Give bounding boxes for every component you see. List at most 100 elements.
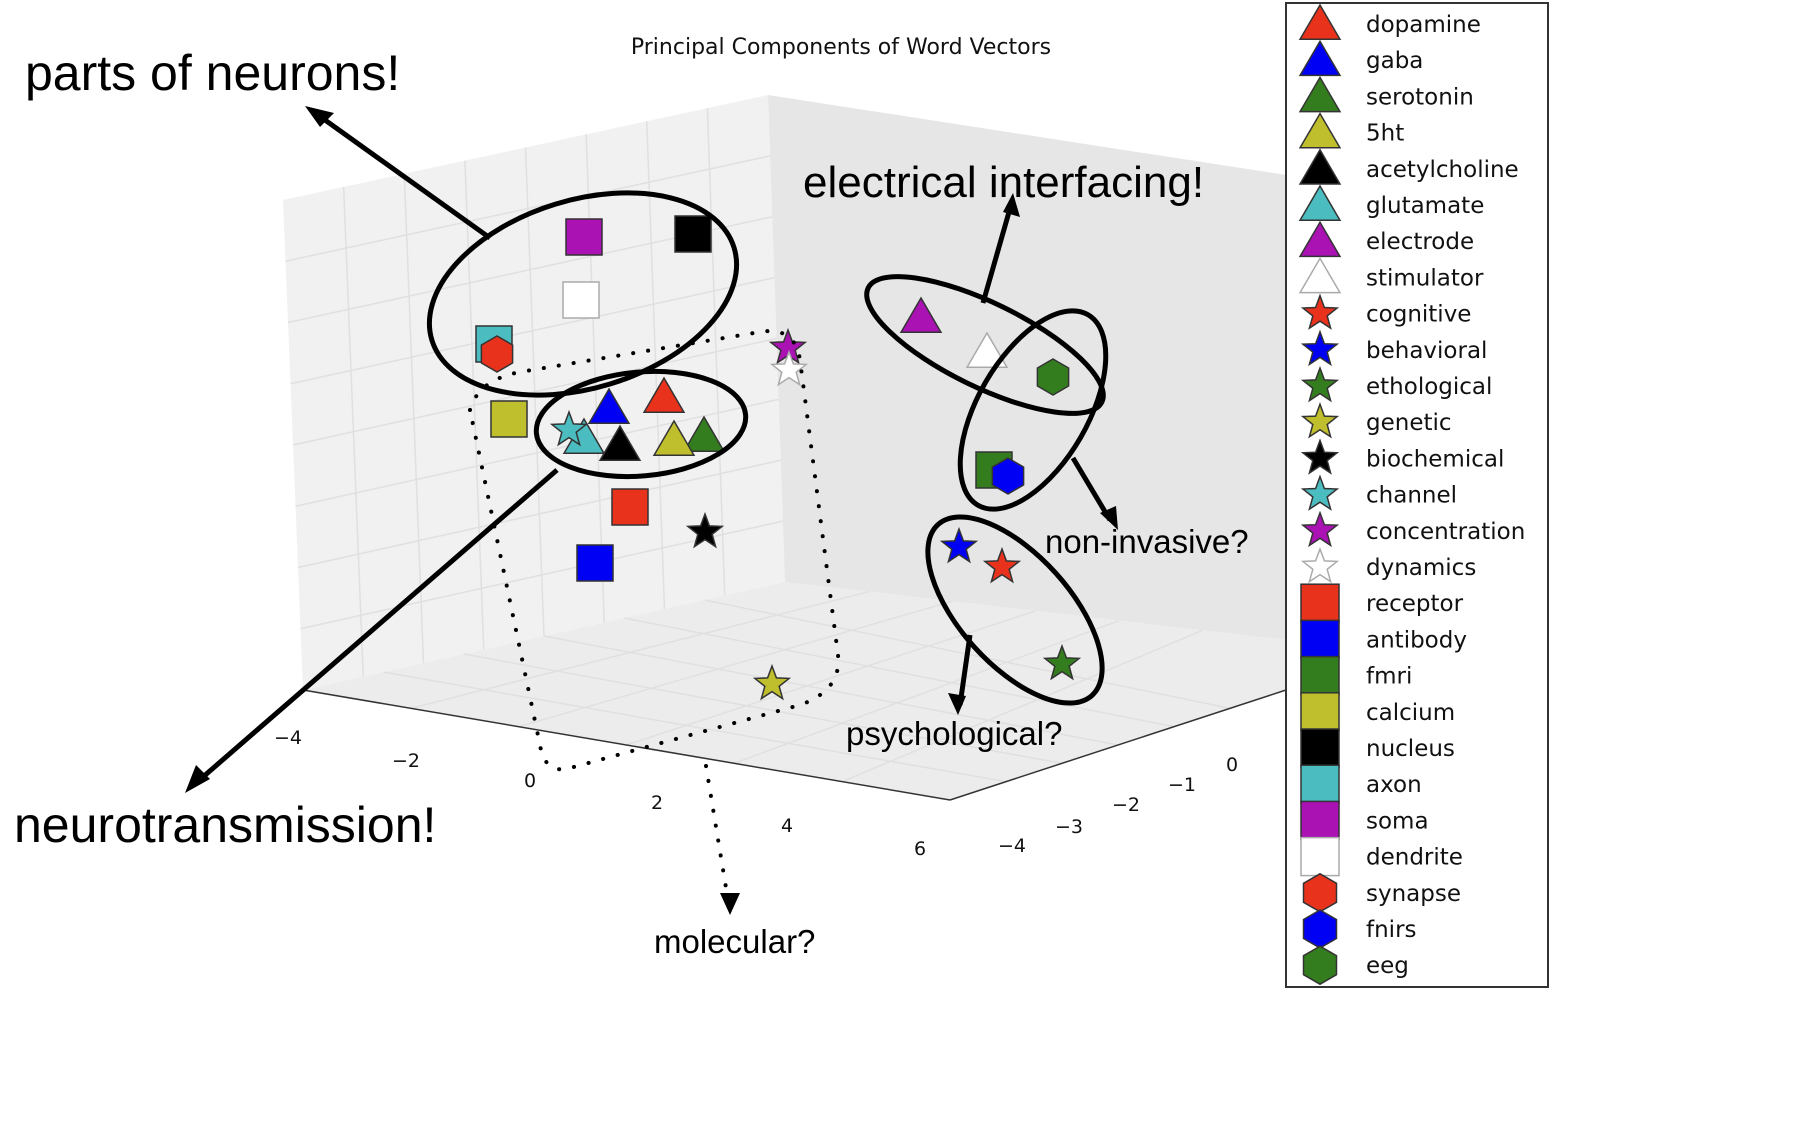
legend-label: dynamics bbox=[1366, 555, 1476, 581]
legend-label: calcium bbox=[1366, 700, 1455, 726]
legend-marker-triangle-icon bbox=[1298, 148, 1342, 185]
legend-label: glutamate bbox=[1366, 193, 1484, 219]
marker-nucleus bbox=[674, 215, 712, 253]
legend-marker-hexagon-icon bbox=[1302, 945, 1338, 986]
x-axis-line bbox=[302, 689, 951, 801]
marker-eeg bbox=[1036, 358, 1070, 396]
legend-marker-star-icon bbox=[1300, 546, 1340, 584]
annotation-overlay bbox=[194, 112, 1113, 902]
annotation-electrical-interfacing: electrical interfacing! bbox=[803, 158, 1204, 207]
legend-item: axon bbox=[1300, 764, 1422, 804]
cluster-ellipse-neurotransmission bbox=[533, 368, 749, 480]
x-tick-label: −2 bbox=[392, 750, 420, 772]
legend-item: soma bbox=[1300, 800, 1429, 841]
x-tick-label: 0 bbox=[524, 770, 536, 792]
legend-marker-star-icon bbox=[1300, 329, 1340, 367]
cluster-ellipse-non-invasive bbox=[957, 308, 1109, 512]
legend-marker-triangle-icon bbox=[1298, 220, 1342, 258]
x-tick-label: 6 bbox=[914, 838, 926, 860]
legend-marker-square-icon bbox=[1300, 800, 1340, 841]
y-tick-label: 0 bbox=[1226, 754, 1238, 776]
legend-item: serotonin bbox=[1298, 75, 1474, 113]
legend-label: genetic bbox=[1366, 410, 1452, 436]
legend-marker-triangle-icon bbox=[1298, 112, 1342, 149]
marker-calcium bbox=[490, 400, 528, 438]
arrowhead-molecular bbox=[720, 893, 740, 915]
marker-serotonin bbox=[682, 415, 726, 452]
legend-label: eeg bbox=[1366, 953, 1409, 979]
arrowhead-electrical bbox=[1003, 193, 1020, 217]
legend-label: nucleus bbox=[1366, 736, 1455, 762]
arrow-molecular bbox=[704, 764, 730, 902]
legend-item: 5ht bbox=[1298, 112, 1404, 149]
annotation-psychological: psychological? bbox=[846, 715, 1062, 752]
legend-item: biochemical bbox=[1300, 438, 1504, 475]
marker-dopamine bbox=[642, 376, 686, 413]
legend-label: fmri bbox=[1366, 664, 1412, 690]
legend-marker-star-icon bbox=[1300, 438, 1340, 475]
legend-item: genetic bbox=[1300, 402, 1452, 439]
marker-antibody bbox=[576, 544, 614, 582]
legend-label: receptor bbox=[1366, 591, 1464, 617]
marker-dynamics bbox=[769, 349, 809, 387]
legend-item: eeg bbox=[1302, 945, 1409, 986]
marker-receptor bbox=[611, 488, 649, 526]
legend-item: dopamine bbox=[1298, 3, 1481, 40]
y-tick-label: −2 bbox=[1112, 794, 1140, 816]
legend-label: synapse bbox=[1366, 881, 1461, 907]
legend-item: synapse bbox=[1302, 872, 1461, 913]
arrow-neurotransmission bbox=[194, 468, 559, 785]
arrowhead-neurotransmission bbox=[185, 765, 210, 793]
x-tick-label: −4 bbox=[274, 727, 302, 749]
marker-fnirs bbox=[991, 457, 1025, 495]
marker-soma bbox=[565, 218, 603, 256]
legend-marker-triangle-icon bbox=[1298, 39, 1342, 77]
legend-label: behavioral bbox=[1366, 338, 1487, 364]
legend-label: soma bbox=[1366, 808, 1429, 834]
marker-dendrite bbox=[562, 281, 600, 319]
legend-label: gaba bbox=[1366, 48, 1423, 74]
legend-label: fnirs bbox=[1366, 917, 1417, 943]
marker-biochemical bbox=[685, 511, 725, 549]
legend-label: ethological bbox=[1366, 374, 1492, 400]
legend-item: dendrite bbox=[1300, 836, 1463, 877]
legend-marker-square-icon bbox=[1300, 619, 1340, 660]
legend-marker-triangle-icon bbox=[1298, 75, 1342, 113]
cluster-ellipse-electrical bbox=[864, 274, 1106, 416]
legend-label: antibody bbox=[1366, 627, 1467, 653]
right-back-pane bbox=[768, 95, 1286, 640]
arrow-non-invasive bbox=[1070, 456, 1113, 522]
legend-label: dopamine bbox=[1366, 12, 1481, 38]
legend-label: electrode bbox=[1366, 229, 1474, 255]
y-tick-label: −4 bbox=[998, 835, 1026, 857]
marker-genetic bbox=[752, 663, 792, 701]
annotation-molecular: molecular? bbox=[654, 923, 815, 960]
marker-channel bbox=[549, 409, 589, 447]
chart-title: Principal Components of Word Vectors bbox=[631, 35, 1051, 60]
legend-item: acetylcholine bbox=[1298, 148, 1519, 185]
legend-item: concentration bbox=[1300, 510, 1525, 548]
marker-5ht bbox=[652, 419, 696, 456]
axes-panes bbox=[283, 95, 1287, 801]
legend-label: cognitive bbox=[1366, 302, 1471, 328]
legend-marker-square-icon bbox=[1300, 692, 1340, 732]
legend-item: antibody bbox=[1300, 619, 1467, 660]
marker-electrode bbox=[899, 296, 943, 333]
legend-item: dynamics bbox=[1300, 546, 1476, 584]
marker-gaba bbox=[587, 387, 631, 424]
annotation-non-invasive: non-invasive? bbox=[1045, 523, 1249, 560]
legend-marker-star-icon bbox=[1300, 474, 1340, 511]
legend-label: acetylcholine bbox=[1366, 157, 1519, 183]
marker-ethological bbox=[1042, 643, 1082, 681]
arrow-electrical bbox=[980, 204, 1014, 304]
x-tick-label: 4 bbox=[781, 815, 793, 837]
legend-label: 5ht bbox=[1366, 121, 1404, 147]
marker-acetylcholine bbox=[598, 424, 642, 461]
y-tick-label: −3 bbox=[1055, 816, 1083, 838]
legend-label: axon bbox=[1366, 772, 1422, 798]
cluster-outline-molecular bbox=[467, 329, 841, 772]
x-tick-label: 2 bbox=[651, 792, 663, 814]
